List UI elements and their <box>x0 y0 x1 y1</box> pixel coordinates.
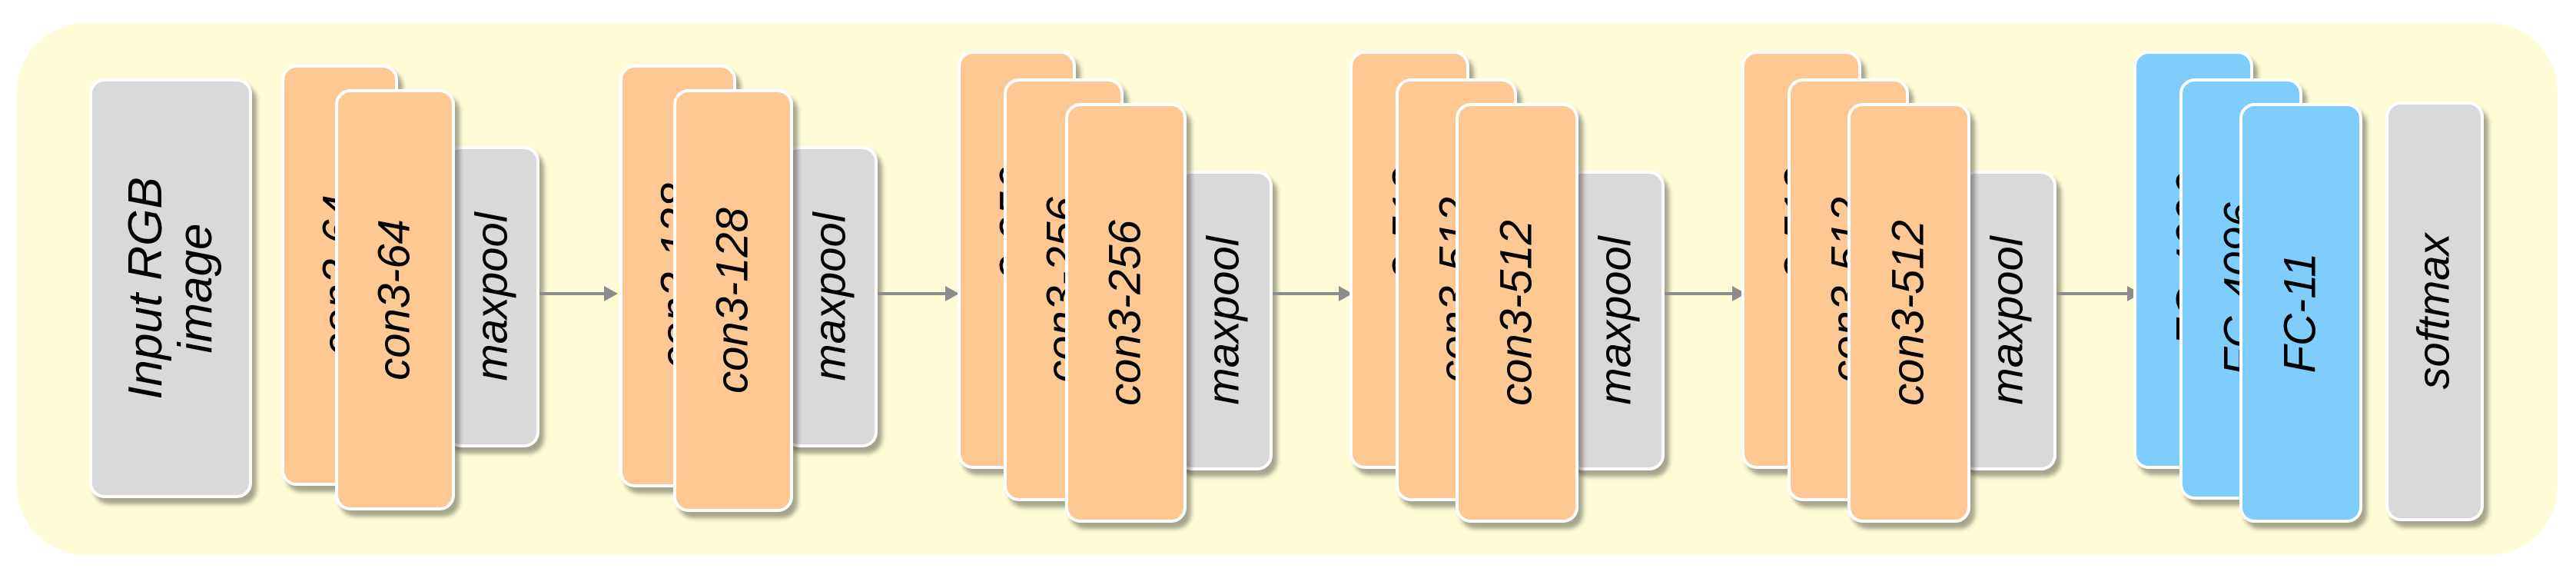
arrow-1 <box>539 283 618 304</box>
block3-conv-3: con3-256 <box>1065 103 1187 523</box>
block5-maxpool: maxpool <box>1960 171 2056 470</box>
block5-conv-3: con3-512 <box>1847 103 1970 523</box>
block1-conv-front-label: con3-64 <box>369 219 420 381</box>
softmax-block: softmax <box>2385 101 2484 521</box>
block1-conv-front: con3-64 <box>335 89 455 510</box>
fc-3-label: FC-11 <box>2275 252 2325 374</box>
block4-conv-3: con3-512 <box>1456 103 1578 523</box>
block3-maxpool: maxpool <box>1176 171 1273 470</box>
block2-maxpool-label: maxpool <box>805 212 855 381</box>
block4-conv-3-label: con3-512 <box>1491 220 1542 406</box>
block2-maxpool: maxpool <box>784 146 878 447</box>
block5-conv-3-label: con3-512 <box>1883 220 1934 406</box>
block3-maxpool-label: maxpool <box>1198 236 1249 405</box>
fc-3: FC-11 <box>2239 103 2362 523</box>
arrow-2 <box>878 283 959 304</box>
block4-maxpool: maxpool <box>1568 171 1665 470</box>
block2-conv-front: con3-128 <box>673 89 793 512</box>
block2-conv-front-label: con3-128 <box>707 208 758 394</box>
softmax-label: softmax <box>2408 233 2459 390</box>
arrow-3 <box>1273 283 1353 304</box>
arrow-5 <box>2056 283 2141 304</box>
input-image-block: Input RGB image <box>89 78 252 498</box>
input-image-label: Input RGB image <box>118 177 222 400</box>
arrow-4 <box>1665 283 1746 304</box>
block1-maxpool-label: maxpool <box>466 212 517 381</box>
block5-maxpool-label: maxpool <box>1982 236 2033 405</box>
block1-maxpool: maxpool <box>446 146 539 447</box>
block4-maxpool-label: maxpool <box>1590 236 1641 405</box>
block3-conv-3-label: con3-256 <box>1100 220 1150 406</box>
input-label-line2: image <box>169 223 222 354</box>
input-label-line1: Input RGB <box>118 177 172 400</box>
